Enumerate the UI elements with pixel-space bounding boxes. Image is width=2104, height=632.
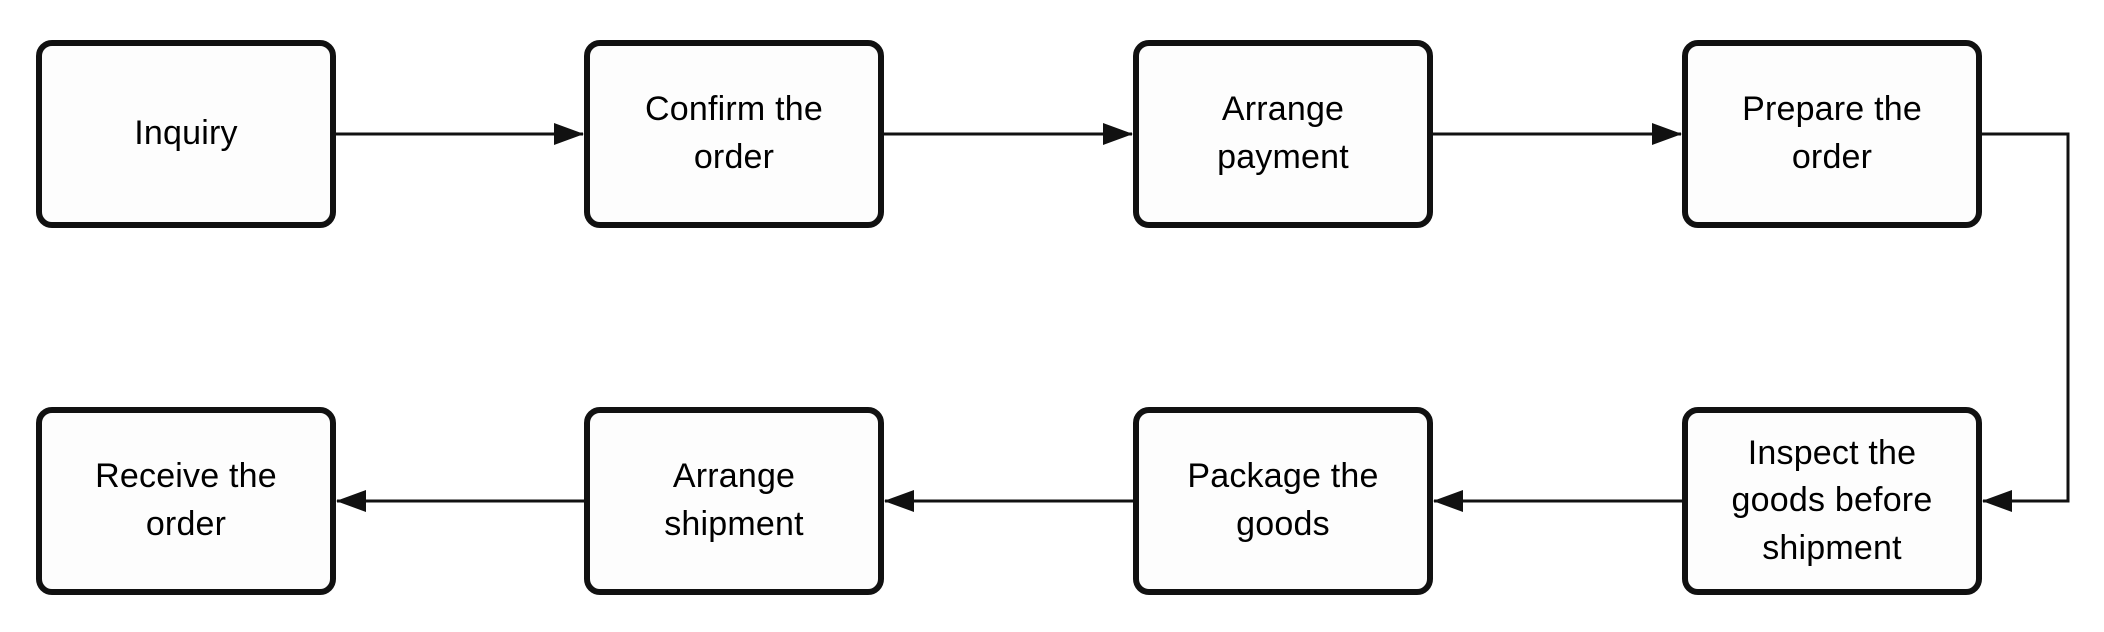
node-package-the-goods: Package the goods <box>1133 407 1433 595</box>
node-arrange-shipment: Arrange shipment <box>584 407 884 595</box>
node-arrange-payment-label: Arrange payment <box>1217 90 1349 176</box>
node-receive-the-order: Receive the order <box>36 407 336 595</box>
node-prepare-the-order-label: Prepare the order <box>1742 90 1922 176</box>
node-prepare-the-order: Prepare the order <box>1682 40 1982 228</box>
node-receive-the-order-label: Receive the order <box>95 457 277 543</box>
node-inspect-the-goods-before-shipment: Inspect the goods before shipment <box>1682 407 1982 595</box>
node-confirm-the-order: Confirm the order <box>584 40 884 228</box>
arrow-prepare-the-order-to-inspect-the-goods-before-shipment <box>1982 132 2070 512</box>
node-arrange-payment: Arrange payment <box>1133 40 1433 228</box>
node-arrange-shipment-label: Arrange shipment <box>664 457 804 543</box>
node-package-the-goods-label: Package the goods <box>1187 457 1379 543</box>
node-confirm-the-order-label: Confirm the order <box>645 90 823 176</box>
node-inquiry-label: Inquiry <box>134 114 238 153</box>
node-inquiry: Inquiry <box>36 40 336 228</box>
node-inspect-the-goods-before-shipment-label: Inspect the goods before shipment <box>1731 433 1933 567</box>
